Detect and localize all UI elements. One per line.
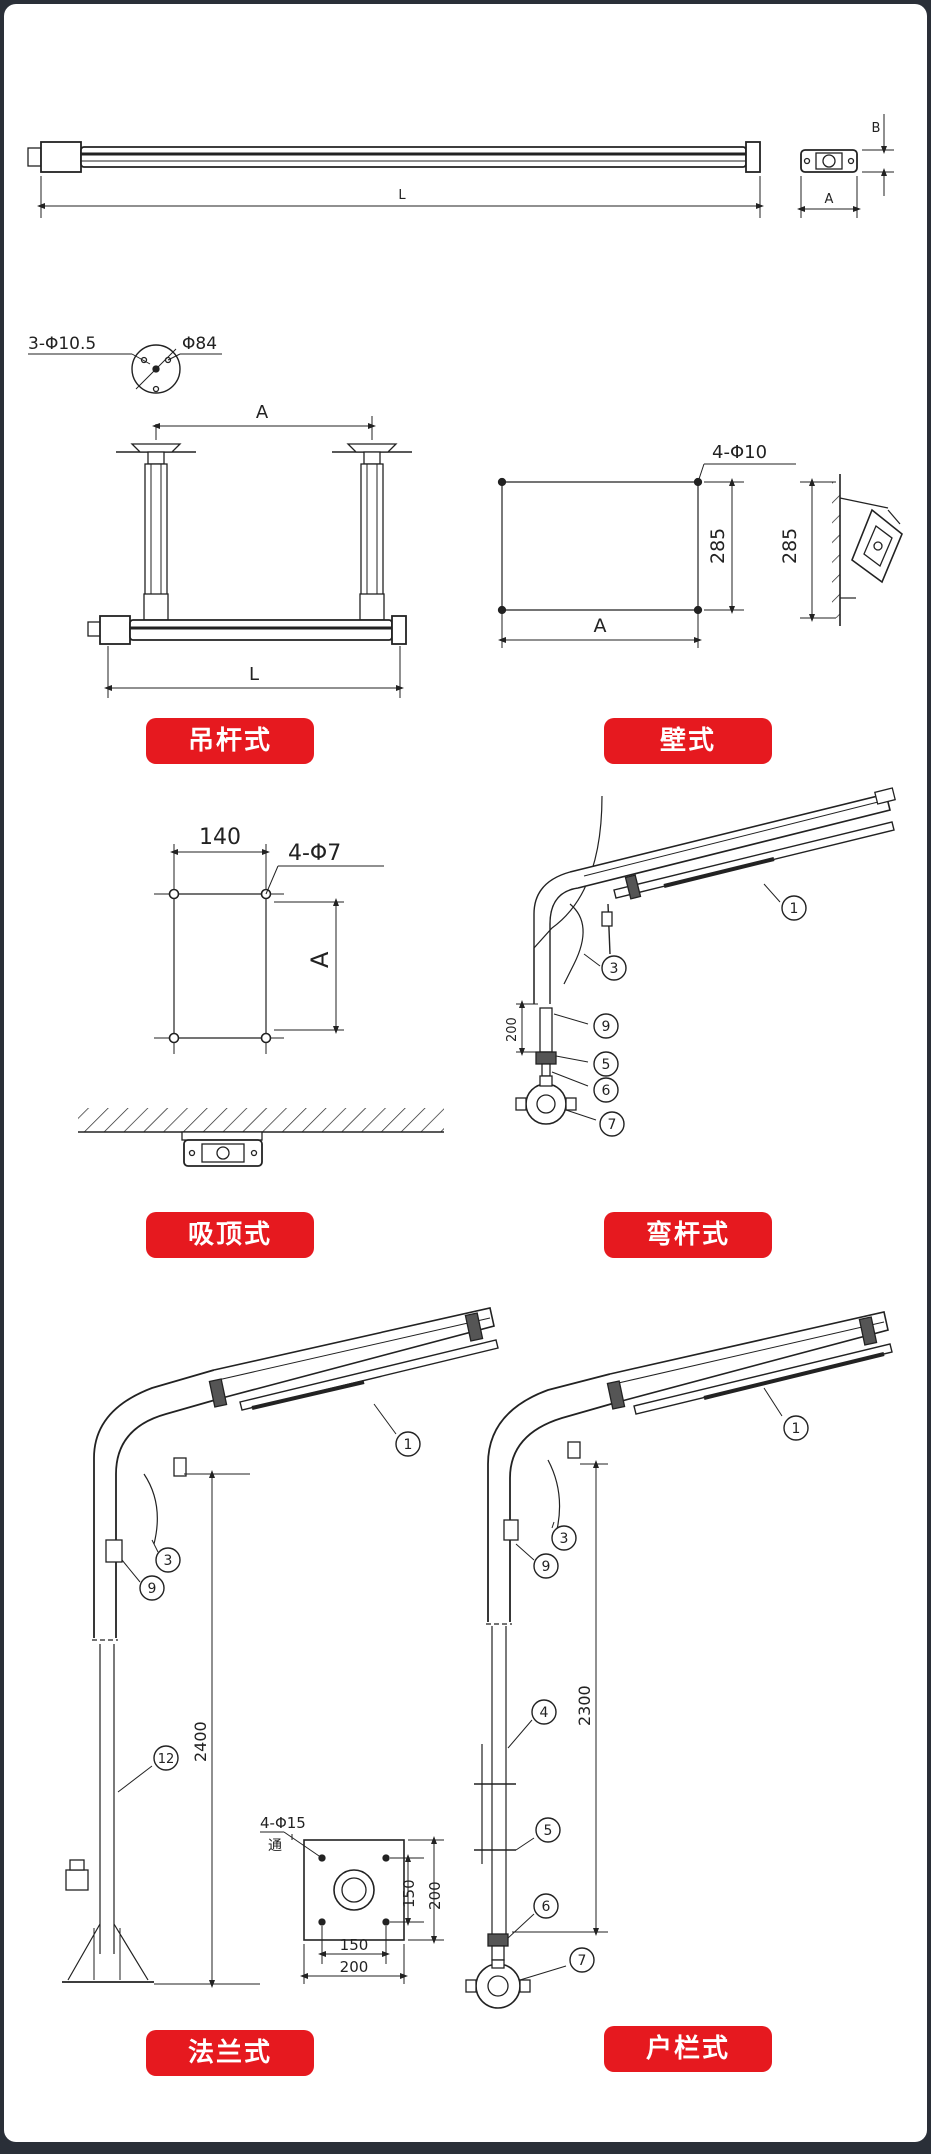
fence-callout-4: 4 [540,1705,549,1721]
flange-150-v-label: 150 [400,1879,418,1908]
flange-2400-label: 2400 [191,1721,210,1762]
fence-callout-6: 6 [542,1899,551,1915]
label-pendant: 吊杆式 [146,718,314,764]
label-flange: 法兰式 [146,2030,314,2076]
ceiling-drawing [78,844,444,1167]
flange-drawing [62,1307,499,1988]
flange-holes-label: 4-Φ15 [260,1814,306,1832]
wall-side-height-label: 285 [779,528,801,564]
label-ceiling: 吸顶式 [146,1212,314,1258]
pendant-holes-label: 3-Φ10.5 [28,334,96,354]
technical-drawing: L A B 3-Φ10.5 Φ84 A L 4-Φ10 285 285 A 14… [27,114,903,2009]
pendant-dia-label: Φ84 [182,334,217,354]
bent-callout-6: 6 [602,1083,611,1099]
fence-callout-9: 9 [542,1559,551,1575]
ceiling-pitch-label: 140 [199,825,241,850]
bent-callout-5: 5 [602,1057,611,1073]
fence-2300-label: 2300 [575,1685,594,1726]
top-fixture [27,141,764,218]
pendant-drawing [28,344,412,698]
bent-drawing [515,787,896,1137]
top-end-view [797,114,894,218]
label-wall: 壁式 [604,718,772,764]
top-end-a-label: A [825,192,834,207]
ceiling-holes-label: 4-Φ7 [288,841,341,866]
top-length-label: L [398,188,406,203]
flange-200-h-label: 200 [340,1958,369,1976]
bent-callout-3: 3 [610,961,619,977]
fence-callout-7: 7 [578,1953,587,1969]
wall-drawing [497,463,903,648]
fence-drawing [465,1311,893,2009]
label-fence: 户栏式 [604,2026,772,2072]
ceiling-a-label: A [306,951,334,968]
bent-200-label: 200 [505,1017,520,1042]
pendant-l-label: L [249,664,259,685]
flange-callout-12: 12 [158,1752,175,1767]
fence-callout-1: 1 [792,1421,801,1437]
flange-200-v-label: 200 [426,1881,444,1910]
bent-callout-9: 9 [602,1019,611,1035]
fence-callout-5: 5 [544,1823,553,1839]
top-end-b-label: B [872,121,881,136]
label-bent: 弯杆式 [604,1212,772,1258]
flange-hole-note: 通 [268,1838,282,1854]
bent-callout-1: 1 [790,901,799,917]
wall-height-label: 285 [707,528,729,564]
wall-a-label: A [594,615,607,637]
flange-callout-1: 1 [404,1437,413,1453]
fence-callout-3: 3 [560,1531,569,1547]
flange-callout-3: 3 [164,1553,173,1569]
wall-holes-label: 4-Φ10 [712,442,767,463]
flange-150-h-label: 150 [340,1936,369,1954]
bent-callout-7: 7 [608,1117,617,1133]
pendant-a-label: A [256,402,269,423]
drawing-sheet: L A B 3-Φ10.5 Φ84 A L 4-Φ10 285 285 A 14… [4,4,927,2142]
flange-callout-9: 9 [148,1581,157,1597]
